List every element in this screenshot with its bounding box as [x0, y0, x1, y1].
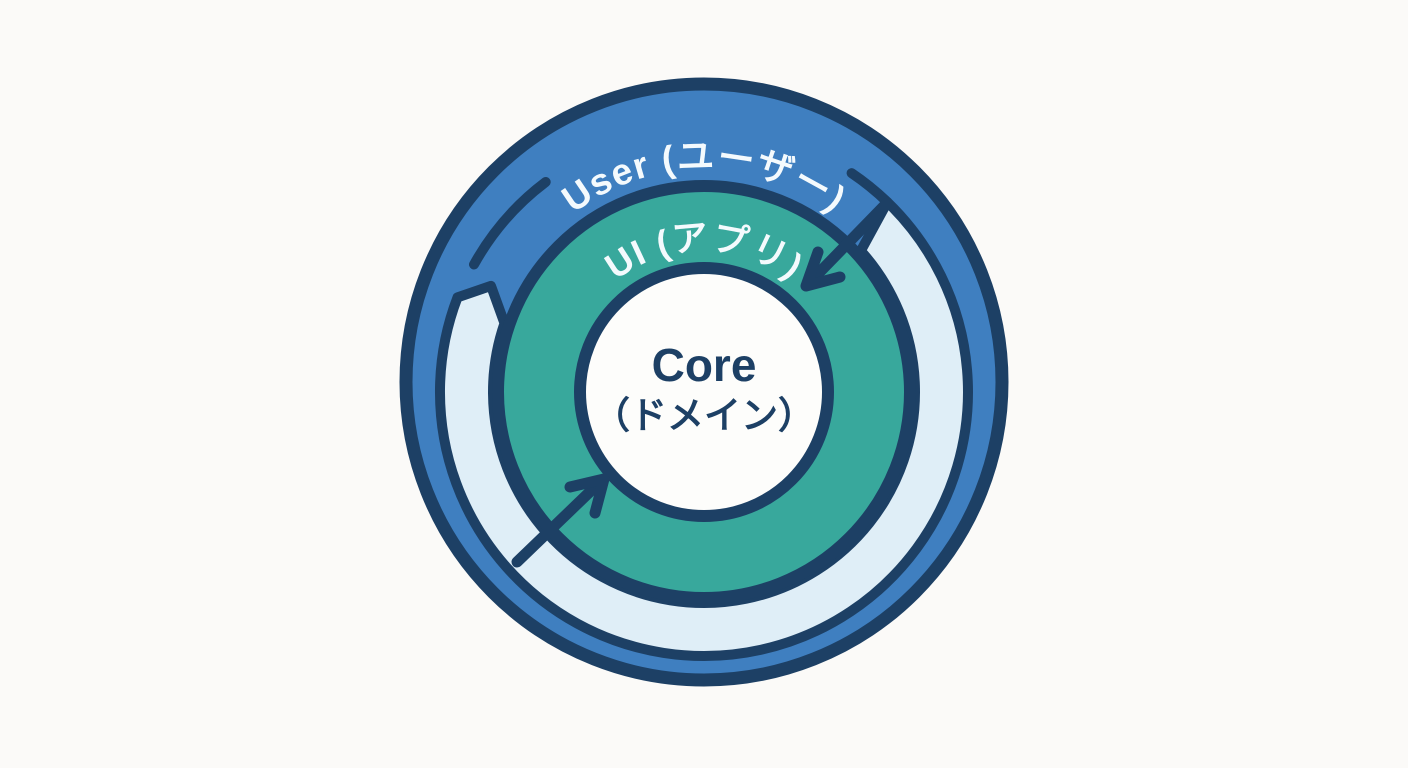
- inward-arrow-bottom-left: [511, 473, 610, 568]
- arrow-shaft: [806, 198, 892, 286]
- core-sublabel: （ドメイン）: [593, 395, 815, 436]
- core-circle: [574, 262, 834, 522]
- flow-motion-arc: [469, 177, 551, 270]
- arrow-shaft: [511, 478, 604, 568]
- inward-arrow-top-right: [800, 198, 892, 292]
- arrow-head: [800, 246, 846, 292]
- arrow-head: [564, 473, 610, 519]
- core-label: Core: [652, 339, 757, 391]
